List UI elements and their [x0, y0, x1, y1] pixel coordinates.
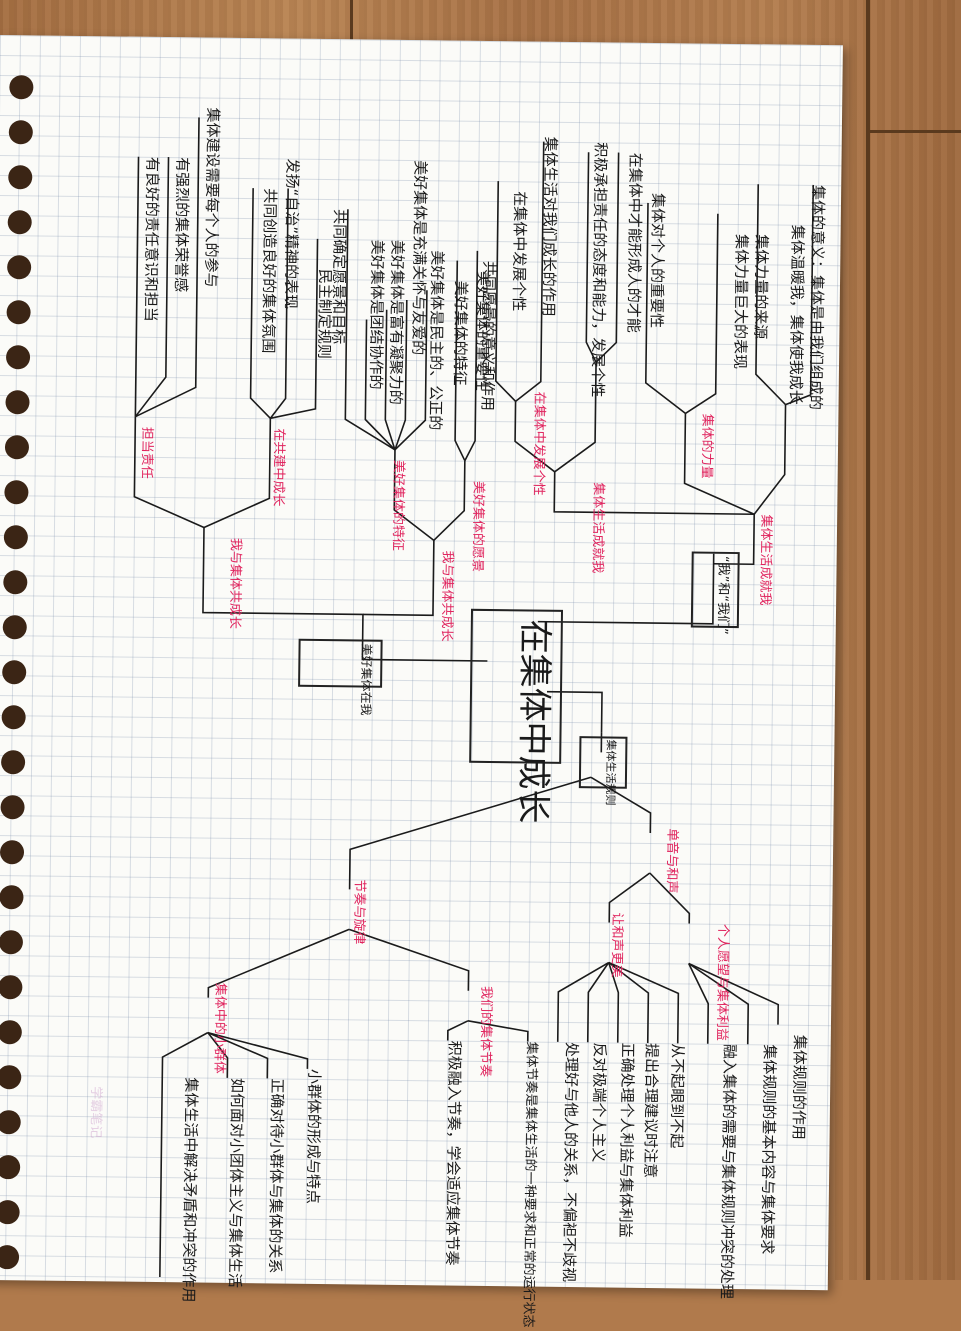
- note-text: 提出合理建议时注意: [641, 1042, 661, 1179]
- note-text: 正确对待小群体与集体的关系: [265, 1078, 287, 1274]
- note-text: 集体生活中解决矛盾和冲突的作用: [179, 1077, 201, 1303]
- center-title: 在集体中成长: [512, 619, 555, 824]
- note-text: 有强烈的集体荣誉感: [171, 157, 192, 293]
- note-text: 融入集体的需要与集体规则冲突的处理: [717, 1043, 739, 1300]
- note-text: 集体节奏是集体生活的一种要求和正常的运行状态: [520, 1041, 539, 1328]
- note-text: 处理好与他人的关系，不偏袒不歧视: [559, 1041, 581, 1283]
- note-text: 正确处理个人利益与集体利益: [616, 1042, 637, 1238]
- notebook-page: 在集体中成长 “我”和“我们” 美好集体在我 集体生活规则 集体的意义：集体是由…: [0, 35, 843, 1328]
- note-text: 集体规则的作用: [789, 1034, 809, 1140]
- red-heading: 个人愿望与集体利益: [713, 923, 731, 1041]
- red-heading: 让和声更美: [608, 912, 625, 978]
- note-text: 发扬“自治”精神的表现: [281, 158, 302, 310]
- note-text: 在集体中发展个性: [509, 191, 530, 312]
- red-heading: 担当责任: [138, 426, 155, 479]
- note-text: 如何面对小团体主义与集体生活: [225, 1077, 247, 1289]
- red-heading: 集体生活成就我: [757, 514, 774, 606]
- note-text: 集体力量巨大的表现: [730, 233, 751, 370]
- note-text: 积极融入节奏，学会适应集体节奏: [442, 1040, 464, 1266]
- wood-plank-gap: [350, 0, 353, 40]
- red-heading: 集体生活成就我: [589, 482, 606, 574]
- wood-plank-gap: [866, 0, 870, 1280]
- note-text: 美好集体是富有凝聚力的: [386, 239, 407, 405]
- note-text: 有良好的责任意识和担当: [141, 156, 162, 322]
- note-text: 小群体的形成与特点: [303, 1068, 324, 1205]
- branch-label-meihao-jiti: 美好集体在我: [358, 643, 374, 716]
- note-text: 集体力量的来源: [751, 234, 771, 340]
- red-heading: 单音与和声: [663, 828, 680, 894]
- red-heading: 在集体中发展个性: [530, 391, 547, 496]
- note-text: 在集体中才能形成人的才能: [624, 152, 645, 333]
- red-heading: 集体的力量: [698, 413, 715, 479]
- red-heading: 我们的集体节奏: [477, 985, 494, 1078]
- note-text: 美好集体的特征: [450, 280, 471, 386]
- wood-plank-gap: [870, 130, 961, 133]
- red-heading: 美好集体的特征: [389, 459, 406, 551]
- note-text: 美好集体是充满关怀与友爱的: [409, 160, 430, 356]
- note-text: 美好集体是团结协作的: [366, 239, 387, 390]
- note-text: 反对极端个人主义: [589, 1042, 609, 1163]
- red-heading: 集体中的小群体: [211, 982, 228, 1074]
- note-text: 集体规则的基本内容与集体要求: [758, 1044, 779, 1255]
- red-heading: 节奏与旋律: [350, 879, 367, 945]
- note-text: 集体温暖我，集体使我成长: [786, 224, 807, 405]
- note-text: 集体的意义：集体是由我们组成的: [806, 184, 828, 411]
- red-heading: 在共建中成长: [270, 428, 287, 507]
- note-text: 集体建设需要每个人的参与: [201, 107, 223, 288]
- branch-label-wo-he-women: “我”和“我们”: [714, 555, 731, 635]
- watermark: 学霸笔记: [87, 1086, 104, 1139]
- note-text: 积极承担责任的态度和能力，发展个性: [588, 142, 610, 398]
- mind-map-connectors: [133, 117, 815, 1278]
- note-text: 民主制定规则: [315, 268, 335, 360]
- note-text: 共同创造良好的集体氛围: [259, 188, 280, 354]
- red-heading: 美好集体的愿景: [469, 480, 486, 572]
- note-text: 集体生活对我们成长的作用: [539, 136, 560, 317]
- note-text: 从不起眼到不起: [667, 1043, 687, 1149]
- red-heading: 我与集体共成长: [226, 537, 243, 630]
- note-text: 美好集体是民主的、公正的: [426, 250, 447, 431]
- note-text: 集体对个人的重要性: [647, 192, 668, 329]
- branch-label-jiti-guize: 集体生活规则: [603, 739, 618, 806]
- note-text: 共同愿景的意义和作用: [478, 260, 499, 412]
- red-heading: 我与集体共成长: [438, 550, 455, 642]
